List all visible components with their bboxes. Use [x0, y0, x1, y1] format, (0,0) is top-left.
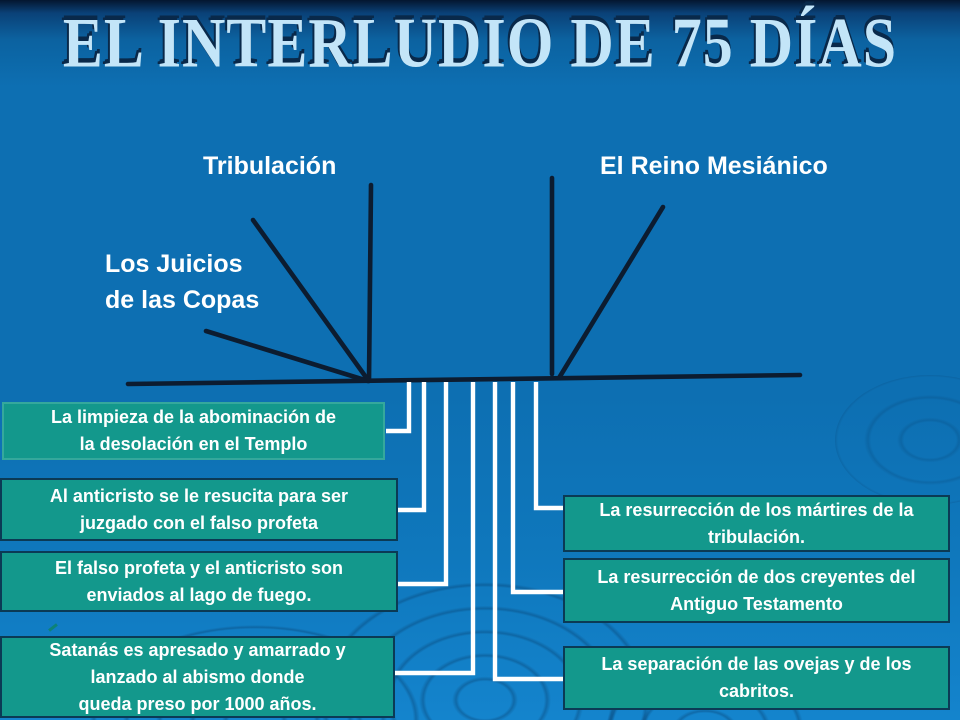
label-juicios-copas: Los Juicios de las Copas — [105, 250, 260, 314]
connector-anticristo-resucita — [397, 382, 427, 513]
tribulation-boundary-line — [366, 182, 374, 384]
left-shallow-diagonal-line — [203, 328, 371, 384]
callout-anticristo-resucita: Al anticristo se le resucita para ser ju… — [0, 478, 398, 541]
timeline-horizontal-line — [125, 372, 803, 387]
connector-dos-creyentes — [510, 382, 564, 595]
connector-ovejas-cabritos — [492, 382, 564, 682]
callout-lago-de-fuego: El falso profeta y el anticristo son env… — [0, 551, 398, 612]
callout-limpieza-templo: La limpieza de la abominación de la deso… — [2, 402, 385, 460]
callout-dos-creyentes: La resurrección de dos creyentes del Ant… — [563, 558, 950, 623]
callout-satanas-abismo: Satanás es apresado y amarrado y lanzado… — [0, 636, 395, 718]
label-tribulacion: Tribulación — [203, 152, 337, 180]
connector-limpieza — [386, 382, 412, 434]
kingdom-diagonal-line — [556, 204, 666, 381]
connector-satanas — [394, 382, 476, 676]
callout-resurreccion-martires: La resurrección de los mártires de la tr… — [563, 495, 950, 552]
bowl-judgments-pointer-line — [250, 217, 371, 383]
connector-lago-de-fuego — [397, 382, 449, 587]
slide-title: EL INTERLUDIO DE 75 DÍAS — [62, 3, 898, 82]
connector-martires — [533, 382, 564, 511]
callout-ovejas-cabritos: La separación de las ovejas y de los cab… — [563, 646, 950, 710]
label-reino-mesianico: El Reino Mesiánico — [600, 152, 828, 180]
